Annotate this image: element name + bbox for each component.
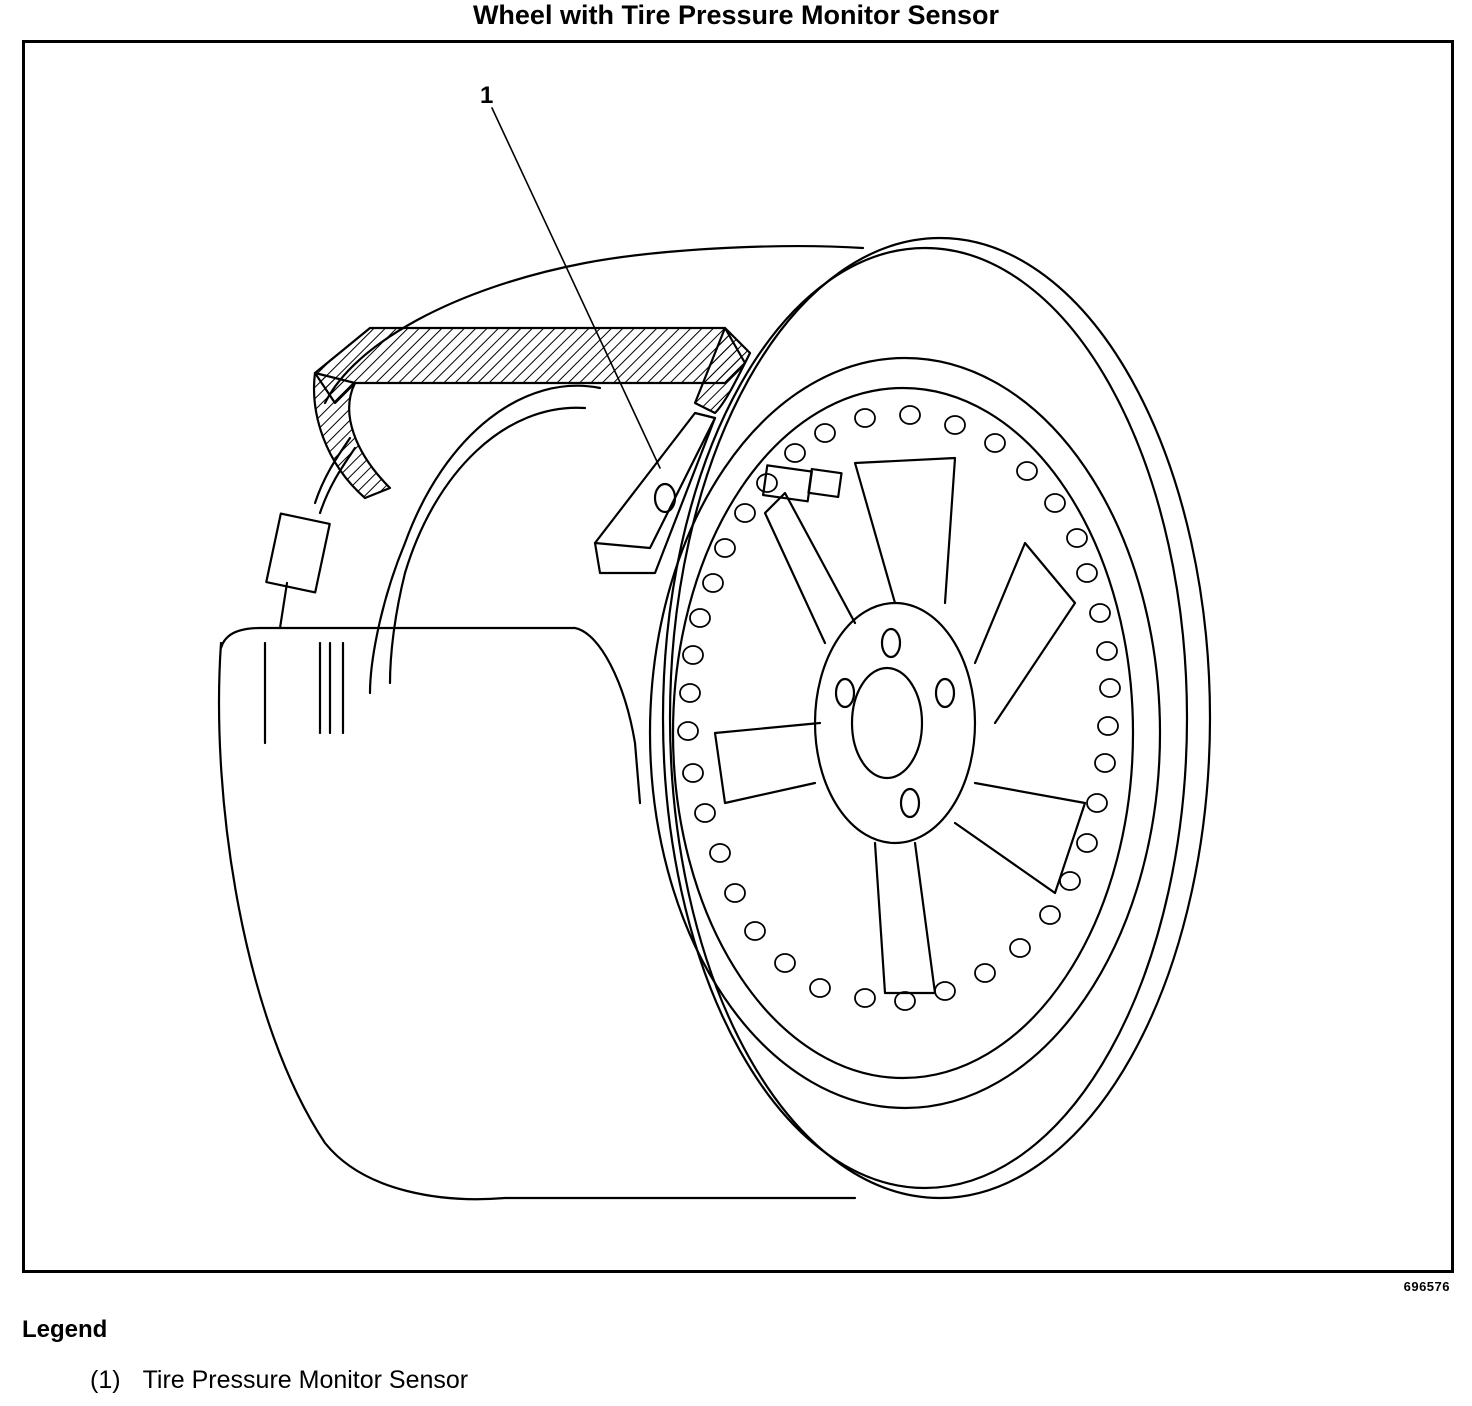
wheel-illustration: 1 — [217, 82, 1212, 1201]
figure-id: 696576 — [1403, 1279, 1450, 1294]
wheel-rim-outer — [648, 356, 1162, 1110]
legend-item: (1) Tire Pressure Monitor Sensor — [90, 1366, 468, 1395]
figure-title: Wheel with Tire Pressure Monitor Sensor — [472, 0, 1000, 30]
figure-frame: 1 — [22, 40, 1454, 1273]
leader-line — [491, 107, 661, 469]
legend-item-number: (1) — [90, 1366, 121, 1394]
callout-1-label: 1 — [480, 82, 493, 109]
valve-stem — [762, 464, 843, 503]
wheel-rim-inner — [671, 386, 1135, 1080]
tire-bottom-outline — [217, 641, 857, 1201]
spoke — [973, 541, 1077, 725]
tire-cross-section — [313, 326, 747, 405]
spoke — [763, 491, 857, 645]
tpms-sensor — [593, 411, 717, 575]
spoke — [853, 456, 957, 605]
legend-heading: Legend — [22, 1316, 108, 1343]
tire-cross-section-right — [693, 326, 752, 415]
tire-sidewall-outer — [668, 236, 1212, 1200]
cutaway-block — [219, 626, 642, 805]
spoke — [713, 721, 822, 805]
wheel-hub — [813, 601, 977, 845]
hub-center-bore — [850, 666, 924, 780]
rim-bolts — [677, 405, 1121, 1011]
tire-sidewall-inner — [661, 246, 1189, 1190]
rim-barrel-inner — [388, 406, 587, 685]
rim-barrel — [368, 384, 602, 695]
spoke — [953, 781, 1087, 895]
spoke — [873, 841, 937, 995]
legend-item-label: Tire Pressure Monitor Sensor — [142, 1366, 469, 1394]
tire-cross-section-side — [313, 371, 392, 500]
